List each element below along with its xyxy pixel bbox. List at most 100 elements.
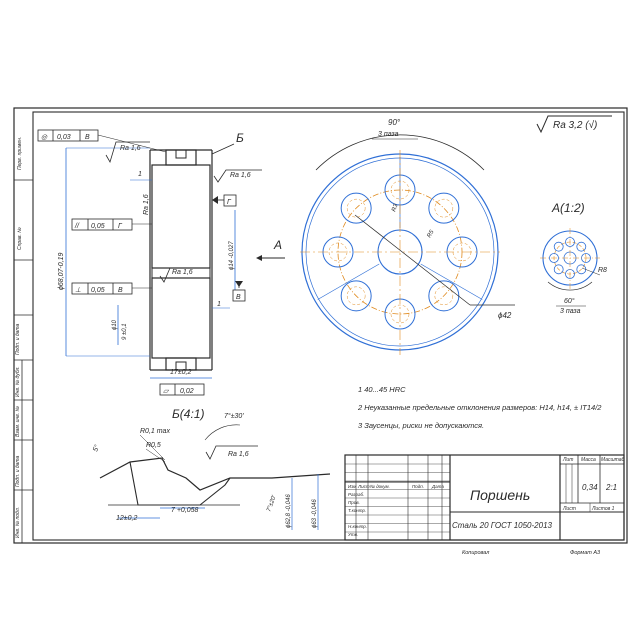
tb-row-list: Лист	[357, 484, 370, 489]
detail-a: А(1:2) 60° 3 паза R8	[540, 201, 607, 315]
inner-frame	[32, 111, 625, 541]
tb-row-doc: № докум.	[370, 484, 390, 489]
svg-text:0,02: 0,02	[180, 388, 194, 395]
tol-frame-flat: ▱ 0,02	[159, 383, 205, 396]
sheet-frame	[13, 107, 628, 544]
piston-hole	[340, 280, 372, 312]
detail-b-r01: R0,1 max	[140, 428, 170, 435]
general-roughness: Ra 3,2 (√)	[536, 115, 612, 134]
tb-copied: Копировал	[462, 550, 489, 556]
tb-side-3: Т.контр.	[348, 508, 366, 513]
title-block: Лит Масса Масштаб 0,34 2:1 Лист Листов 1…	[344, 454, 625, 541]
detail-a-hole	[565, 237, 575, 247]
hole-center-circle	[346, 198, 366, 218]
frame-label-2: Справ. №	[17, 227, 23, 250]
detail-a-hole	[553, 264, 564, 275]
detail-b-ra: Ra 1,6	[228, 451, 249, 458]
tol-frame-top: ◎ 0,03 В	[37, 129, 167, 153]
frame-label-7: Инв. № подл.	[15, 507, 21, 538]
svg-text:▱: ▱	[163, 388, 170, 395]
view-a-arrow: А	[273, 238, 282, 252]
radial-slot-line	[420, 263, 483, 300]
angle-90: 90°	[388, 118, 401, 127]
detail-a-hole	[553, 241, 564, 252]
detail-b-ang5: 5°	[91, 443, 101, 452]
tb-side-5: Утв.	[348, 532, 358, 537]
tb-row-date: Дата	[431, 484, 444, 489]
note-3: 3 Заусенцы, риски не допускаются.	[358, 421, 484, 430]
section-lower-body	[151, 277, 211, 359]
section-view: ϕ68,07-0,19 ϕ14 -0,027 ϕ10 9 ±0,1 17±0,2…	[37, 129, 285, 396]
dim-17: 17±0,2	[170, 369, 191, 376]
detail-a-note: 3 паза	[560, 308, 581, 315]
tb-lit: Лит	[562, 457, 573, 463]
tb-row-izm: Изм	[348, 484, 356, 489]
dim-9: 9 ±0,1	[122, 323, 128, 340]
section-upper-body	[151, 164, 211, 269]
ra-2: Ra 1,6	[230, 172, 251, 179]
frame-label-3: Подп. и дата	[15, 323, 21, 355]
tb-title: Поршень	[470, 487, 530, 503]
hole-center-circle	[328, 242, 348, 262]
dim-14: ϕ14 -0,027	[229, 241, 235, 270]
datum-v: В	[236, 294, 241, 301]
tb-side-2: Пров.	[348, 500, 360, 505]
tb-mass: Масса	[581, 457, 596, 463]
detail-b-dim7: 7 +0,058	[171, 507, 199, 514]
tb-sheet: Лист	[562, 506, 576, 512]
dim-1b: 1	[217, 301, 221, 308]
tb-row-sign: Подп.	[412, 484, 424, 489]
dim-1a: 1	[138, 171, 142, 178]
tol-frame-parallel: // 0,05 Г	[71, 218, 152, 231]
left-strip: Перв. примен. Справ. № Подп. и дата Инв.…	[14, 137, 33, 543]
detail-b-label: Б(4:1)	[172, 407, 204, 421]
piston-hole	[340, 192, 372, 224]
tb-mass-value: 0,34	[582, 483, 598, 492]
svg-text:◎: ◎	[41, 134, 48, 141]
hole-center-circle	[390, 304, 410, 324]
ra-4: Ra 1,6	[172, 269, 193, 276]
dim-10: ϕ10	[112, 319, 118, 330]
frame-label-6: Подп. и дата	[15, 455, 21, 487]
dim-r5: R5	[427, 229, 436, 239]
detail-a-hole	[576, 241, 587, 252]
notes: 1 40...45 HRC 2 Неуказанные предельные о…	[357, 385, 602, 430]
svg-text:В: В	[85, 134, 90, 141]
svg-text:0,05: 0,05	[91, 223, 105, 230]
view-b-label: Б	[236, 131, 244, 145]
detail-b-r05: R0,5	[146, 442, 161, 449]
ra-3: Ra 1,6	[143, 194, 150, 215]
frame-label-5: Взам. инв. №	[15, 405, 21, 437]
detail-b: Б(4:1) 12±0,2 7 +0,058 R0,1 max R0,5 7°±…	[91, 407, 331, 530]
tb-material: Сталь 20 ГОСТ 1050-2013	[452, 521, 553, 530]
tb-scale-value: 2:1	[605, 483, 617, 492]
tol-frame-perp: ⊥ 0,05 В	[71, 282, 152, 295]
hole-center-circle	[434, 198, 454, 218]
datum-g: Г	[227, 199, 232, 206]
detail-b-dim62: ϕ62,8 -0,046	[286, 494, 292, 528]
tb-format: Формат А3	[570, 550, 601, 556]
note-1: 1 40...45 HRC	[358, 385, 406, 394]
piston-hole	[428, 192, 460, 224]
frame-label-1: Перв. примен.	[17, 137, 23, 170]
dim-42: ϕ42	[498, 311, 512, 320]
hole-center-circle	[434, 286, 454, 306]
tb-scale: Масштаб	[601, 457, 625, 463]
detail-b-dim63: ϕ63 -0,046	[312, 499, 318, 528]
detail-a-angle: 60°	[564, 297, 575, 305]
detail-b-dim12: 12±0,2	[116, 515, 137, 522]
angle-note: 3 паза	[378, 131, 399, 138]
svg-text://: //	[74, 223, 80, 230]
svg-text:Г: Г	[118, 223, 123, 230]
detail-b-angle: 7°±30'	[224, 412, 244, 420]
tb-side-1: Разраб.	[348, 492, 364, 497]
note-2: 2 Неуказанные предельные отклонения разм…	[357, 403, 602, 412]
hole-center-circle	[346, 286, 366, 306]
tb-side-4: Н.контр.	[348, 524, 367, 529]
svg-text:0,05: 0,05	[91, 287, 105, 294]
roughness-text: Ra 3,2 (√)	[553, 119, 597, 131]
detail-a-r: R8	[598, 267, 607, 274]
dim-main: ϕ68,07-0,19	[58, 253, 65, 290]
radial-slot-line	[317, 263, 380, 300]
